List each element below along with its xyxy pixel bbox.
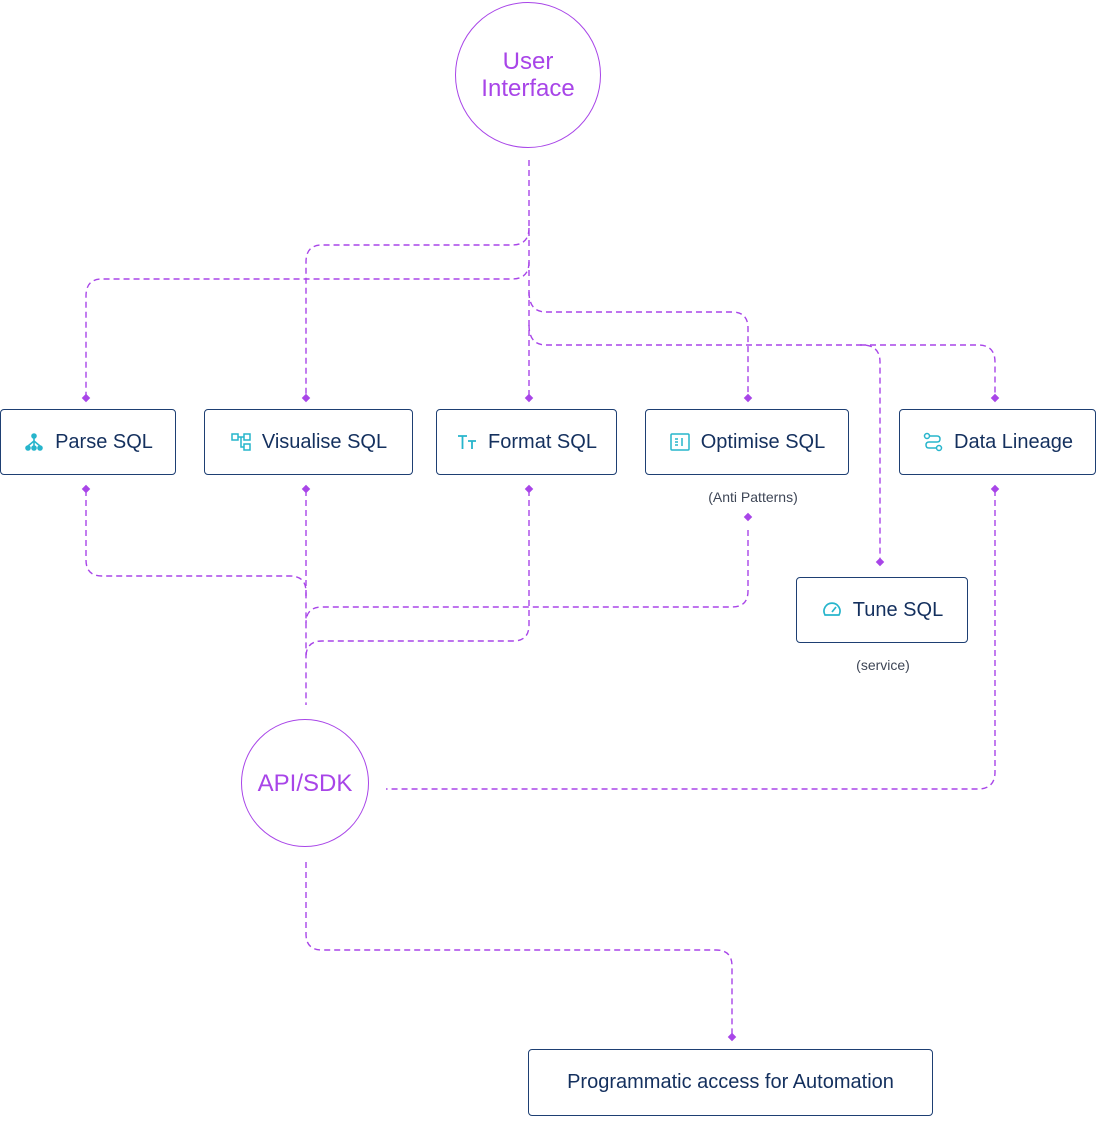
text-size-icon <box>456 431 478 453</box>
list-icon <box>669 431 691 453</box>
optimise-sql-box: Optimise SQL <box>645 409 849 475</box>
hierarchy-icon <box>23 431 45 453</box>
data-lineage-label: Data Lineage <box>954 430 1073 453</box>
automation-label: Programmatic access for Automation <box>567 1071 894 1093</box>
parse-sql-box: Parse SQL <box>0 409 176 475</box>
parse-sql-label: Parse SQL <box>55 430 153 453</box>
user-interface-label-line2: Interface <box>481 75 575 102</box>
user-interface-label-line1: User <box>502 48 554 75</box>
visualise-sql-label: Visualise SQL <box>261 430 388 453</box>
tune-note: (service) <box>856 657 910 673</box>
optimise-sql-label: Optimise SQL <box>700 430 826 453</box>
optimise-note: (Anti Patterns) <box>708 489 798 505</box>
format-sql-box: Format SQL <box>436 409 617 475</box>
automation-box: Programmatic access for Automation <box>528 1049 933 1116</box>
visualise-sql-box: Visualise SQL <box>204 409 413 475</box>
diagram-icon <box>230 431 252 453</box>
data-lineage-box: Data Lineage <box>899 409 1096 475</box>
format-sql-label: Format SQL <box>488 430 597 453</box>
user-interface-node: User Interface <box>455 2 601 148</box>
api-sdk-node: API/SDK <box>241 719 369 847</box>
route-icon <box>922 431 944 453</box>
api-sdk-label: API/SDK <box>257 769 353 797</box>
speedometer-icon <box>821 599 843 621</box>
tune-sql-label: Tune SQL <box>852 598 944 621</box>
tune-sql-box: Tune SQL <box>796 577 968 643</box>
